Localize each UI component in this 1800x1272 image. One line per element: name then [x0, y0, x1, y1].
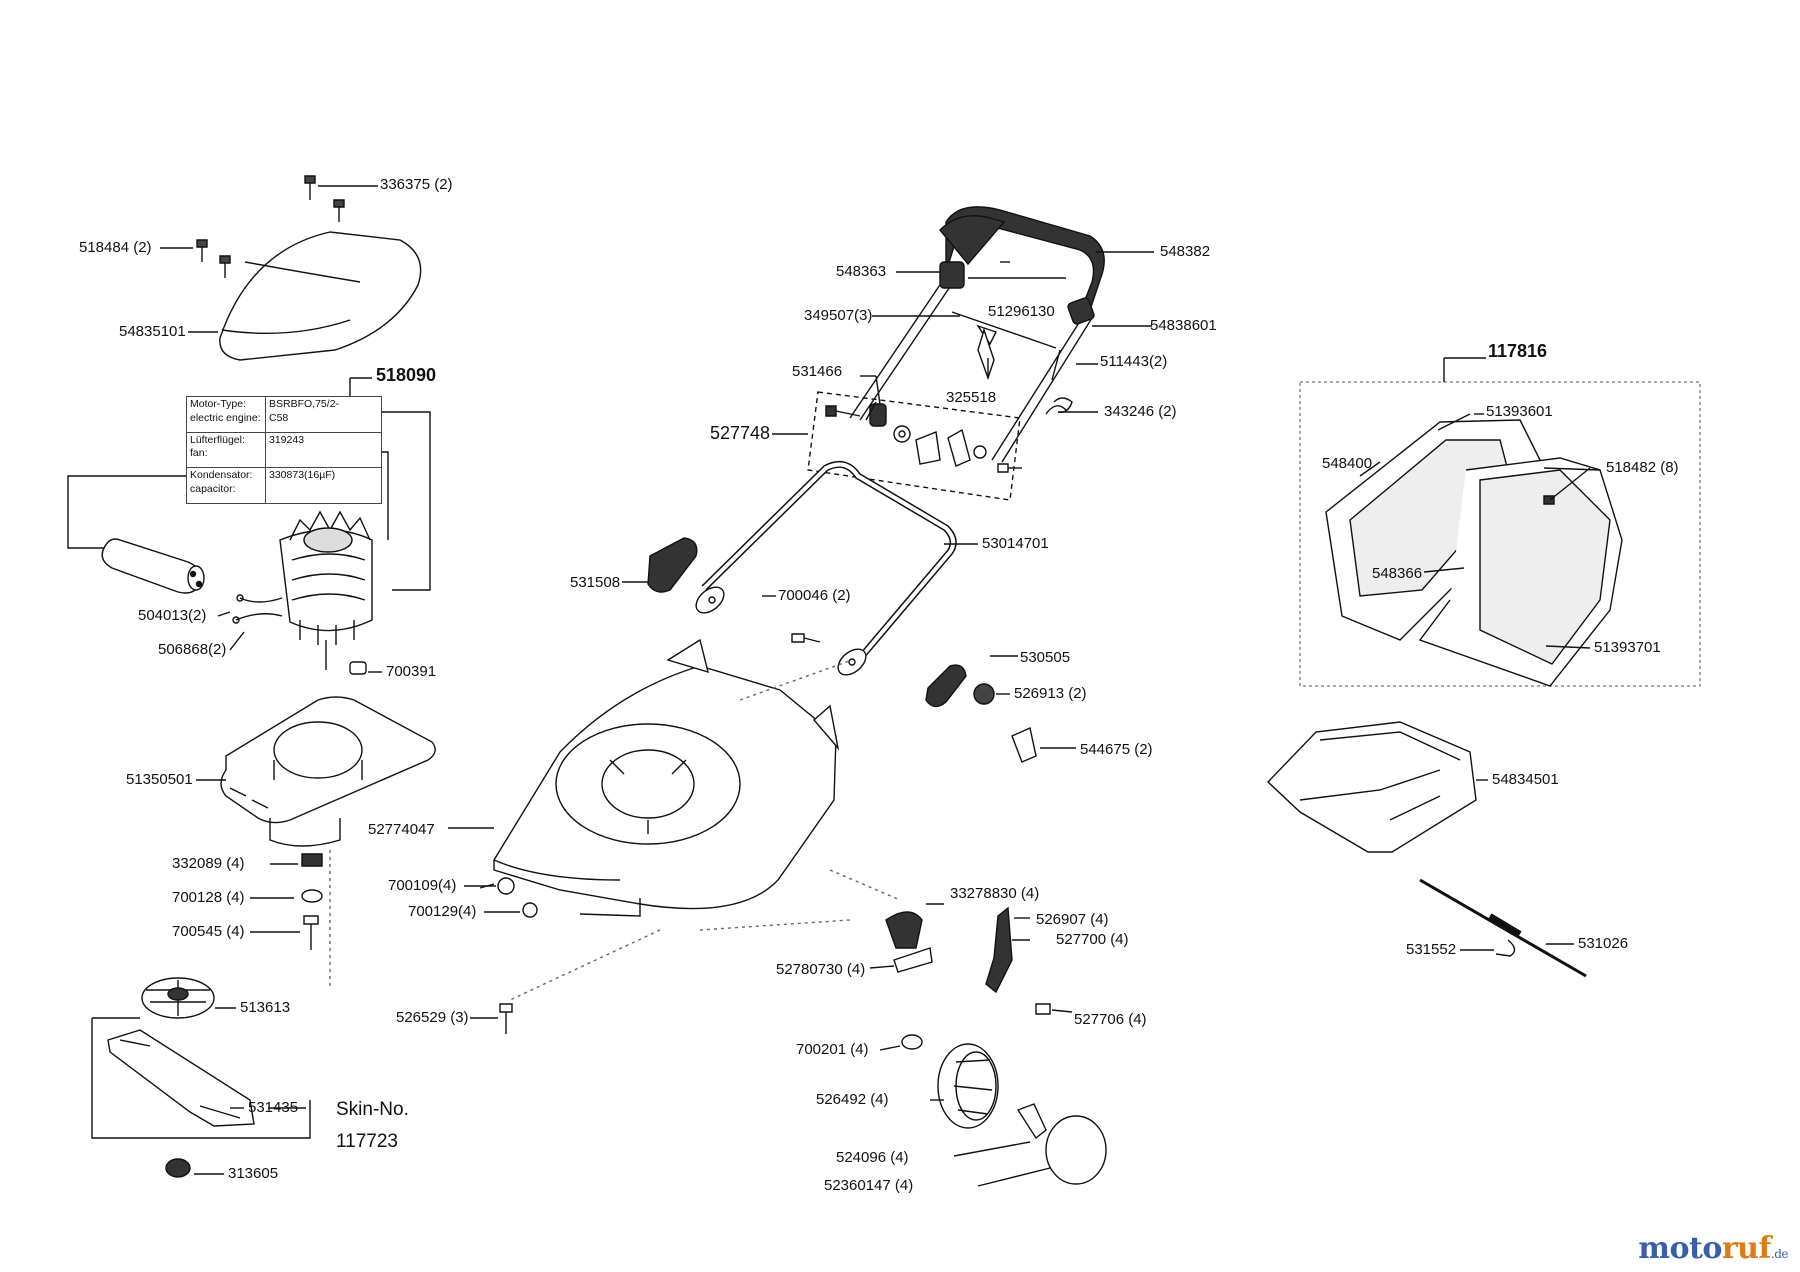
part-label: 531435 — [248, 1099, 299, 1116]
grass-box-kit — [1300, 358, 1700, 686]
part-label: 531466 — [792, 363, 843, 380]
part-label: 52780730 (4) — [776, 961, 866, 978]
motoruf-logo: motoruf.de — [1638, 1231, 1788, 1266]
part-label: 349507(3) — [804, 307, 873, 324]
part-label: 531026 — [1578, 935, 1629, 952]
motor-cover — [220, 232, 421, 360]
part-label: 53014701 — [982, 535, 1049, 552]
motor-spec-table: Motor-Type: electric engine: BSRBFO,75/2… — [186, 396, 382, 504]
grass-rod — [1420, 880, 1586, 976]
part-label: 52774047 — [368, 821, 435, 838]
part-label: 54835101 — [119, 323, 186, 340]
part-label: 51393601 — [1486, 403, 1553, 420]
spec-key: Kondensator: capacitor: — [186, 467, 266, 504]
part-label: 526492 (4) — [816, 1091, 889, 1108]
part-label: 52360147 (4) — [824, 1177, 914, 1194]
part-label: 51296130 — [988, 303, 1055, 320]
part-number-group-grassbox: 117816 — [1488, 341, 1548, 361]
part-label: 54838601 — [1150, 317, 1217, 334]
spec-key: Motor-Type: electric engine: — [186, 396, 266, 433]
part-label: 518484 (2) — [79, 239, 152, 256]
part-label: 504013(2) — [138, 607, 207, 624]
part-label: 700545 (4) — [172, 923, 245, 940]
part-label: 524096 (4) — [836, 1149, 909, 1166]
spec-value: BSRBFO,75/2- C58 — [265, 396, 382, 433]
part-label: 33278830 (4) — [950, 885, 1040, 902]
part-label: 544675 (2) — [1080, 741, 1153, 758]
part-label: 54834501 — [1492, 771, 1559, 788]
dotted-links — [330, 660, 900, 1000]
height-lever — [870, 904, 1072, 1014]
mower-deck — [448, 640, 838, 916]
wheel — [880, 1035, 1106, 1186]
part-label: 526529 (3) — [396, 1009, 469, 1026]
part-label: 700109(4) — [388, 877, 457, 894]
blade-assembly — [92, 978, 310, 1177]
part-label: 531508 — [570, 574, 621, 591]
logo-part: ruf — [1721, 1231, 1772, 1266]
part-label: 506868(2) — [158, 641, 227, 658]
capacitor — [102, 539, 204, 593]
part-label: 513613 — [240, 999, 291, 1016]
grass-box — [1326, 414, 1622, 686]
part-label: 518482 (8) — [1606, 459, 1679, 476]
part-label: 336375 (2) — [380, 176, 453, 193]
spec-value: 319243 — [265, 431, 382, 469]
handle-lower — [691, 464, 978, 680]
handle-clip — [622, 538, 697, 592]
handle-upper — [850, 207, 1154, 462]
part-label: 51350501 — [126, 771, 193, 788]
part-label: 343246 (2) — [1104, 403, 1177, 420]
part-label: 325518 — [946, 389, 997, 406]
part-label: 548366 — [1372, 565, 1423, 582]
spec-value: 330873(16µF) — [265, 467, 382, 504]
part-label: 526913 (2) — [1014, 685, 1087, 702]
part-number-group-motor: 518090 — [376, 365, 437, 385]
part-label: 548400 — [1322, 455, 1373, 472]
spec-row: Kondensator: capacitor: 330873(16µF) — [186, 467, 382, 504]
skin-no-label: Skin-No. — [336, 1099, 409, 1120]
skin-no-value: 117723 — [336, 1131, 398, 1152]
motor — [218, 512, 382, 674]
part-label: 531552 — [1406, 941, 1457, 958]
part-label: 700128 (4) — [172, 889, 245, 906]
grass-chute — [1268, 722, 1488, 852]
part-label: 527748 — [710, 423, 771, 443]
part-label: 332089 (4) — [172, 855, 245, 872]
motor-bracket — [68, 378, 430, 590]
part-label: 527700 (4) — [1056, 931, 1129, 948]
motor-base — [196, 697, 435, 846]
spec-row: Motor-Type: electric engine: BSRBFO,75/2… — [186, 396, 382, 433]
logo-part: .de — [1770, 1247, 1789, 1261]
part-label: 313605 — [228, 1165, 279, 1182]
part-label: 511443(2) — [1100, 353, 1168, 370]
cover-screws — [160, 176, 378, 332]
part-label: 700391 — [386, 663, 437, 680]
logo-part: moto — [1638, 1231, 1722, 1266]
adjuster-parts — [926, 656, 1076, 762]
part-label: 700201 (4) — [796, 1041, 869, 1058]
part-label: 700046 (2) — [778, 587, 851, 604]
spec-key: Lüfterflügel: fan: — [186, 431, 266, 469]
part-label: 700129(4) — [408, 903, 477, 920]
part-label: 51393701 — [1594, 639, 1661, 656]
part-label: 530505 — [1020, 649, 1071, 666]
base-fasteners — [250, 854, 322, 950]
part-label: 526907 (4) — [1036, 911, 1109, 928]
handle-kit — [772, 392, 1022, 500]
deck-nuts — [464, 878, 537, 1034]
part-label: 527706 (4) — [1074, 1011, 1147, 1028]
spec-row: Lüfterflügel: fan: 319243 — [186, 431, 382, 469]
part-label: 548363 — [836, 263, 887, 280]
part-label: 548382 — [1160, 243, 1211, 260]
